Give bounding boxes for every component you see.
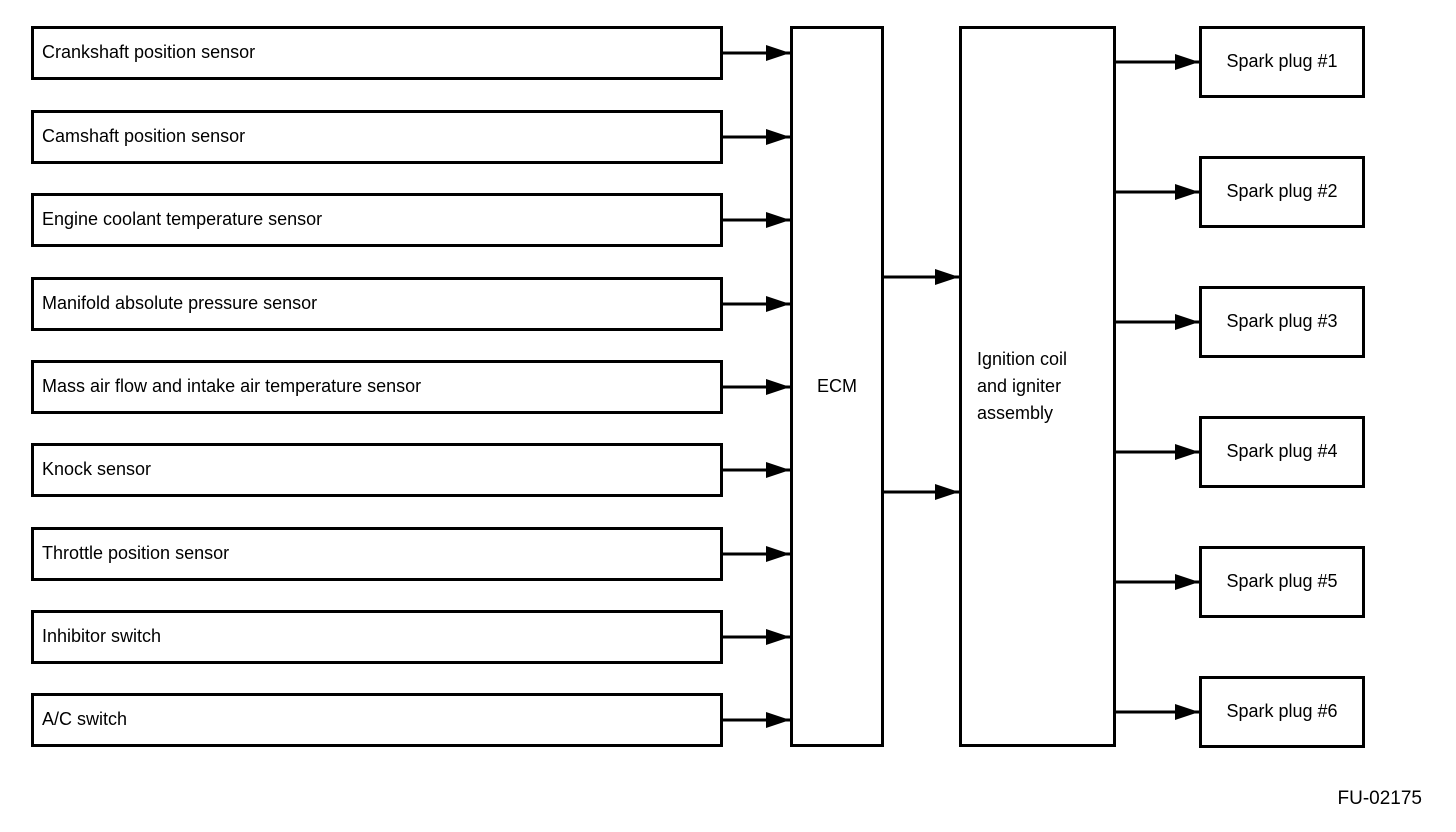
output-box-spark-plug-1: Spark plug #1 [1199, 26, 1365, 98]
ecm-box: ECM [790, 26, 884, 747]
output-box-spark-plug-2: Spark plug #2 [1199, 156, 1365, 228]
input-label: Manifold absolute pressure sensor [42, 293, 318, 314]
output-label: Spark plug #4 [1226, 441, 1338, 462]
output-label: Spark plug #3 [1226, 311, 1338, 332]
input-label: A/C switch [42, 709, 128, 730]
figure-id: FU-02175 [1337, 788, 1423, 809]
input-box-ac-switch: A/C switch [31, 693, 723, 747]
input-label: Knock sensor [42, 459, 152, 480]
input-box-engine-coolant-temperature-sensor: Engine coolant temperature sensor [31, 193, 723, 247]
input-box-inhibitor-switch: Inhibitor switch [31, 610, 723, 664]
input-box-knock-sensor: Knock sensor [31, 443, 723, 497]
input-box-throttle-position-sensor: Throttle position sensor [31, 527, 723, 581]
output-label: Spark plug #2 [1226, 181, 1338, 202]
output-box-spark-plug-4: Spark plug #4 [1199, 416, 1365, 488]
input-label: Mass air flow and intake air temperature… [42, 376, 422, 397]
ignition-coil-igniter-assembly-box: Ignition coil and igniter assembly [959, 26, 1116, 747]
output-label: Spark plug #5 [1226, 571, 1338, 592]
output-box-spark-plug-6: Spark plug #6 [1199, 676, 1365, 748]
input-box-camshaft-position-sensor: Camshaft position sensor [31, 110, 723, 164]
output-box-spark-plug-5: Spark plug #5 [1199, 546, 1365, 618]
input-label: Camshaft position sensor [42, 126, 246, 147]
output-label: Spark plug #6 [1226, 701, 1338, 722]
input-box-mass-air-flow-sensor: Mass air flow and intake air temperature… [31, 360, 723, 414]
input-label: Engine coolant temperature sensor [42, 209, 323, 230]
output-label: Spark plug #1 [1226, 51, 1338, 72]
output-box-spark-plug-3: Spark plug #3 [1199, 286, 1365, 358]
ecm-label: ECM [817, 375, 857, 396]
input-label: Crankshaft position sensor [42, 42, 256, 63]
input-box-crankshaft-position-sensor: Crankshaft position sensor [31, 26, 723, 80]
ignition-assembly-label: Ignition coil and igniter assembly [977, 349, 1068, 423]
input-box-manifold-absolute-pressure-sensor: Manifold absolute pressure sensor [31, 277, 723, 331]
input-label: Inhibitor switch [42, 626, 162, 647]
input-label: Throttle position sensor [42, 543, 230, 564]
